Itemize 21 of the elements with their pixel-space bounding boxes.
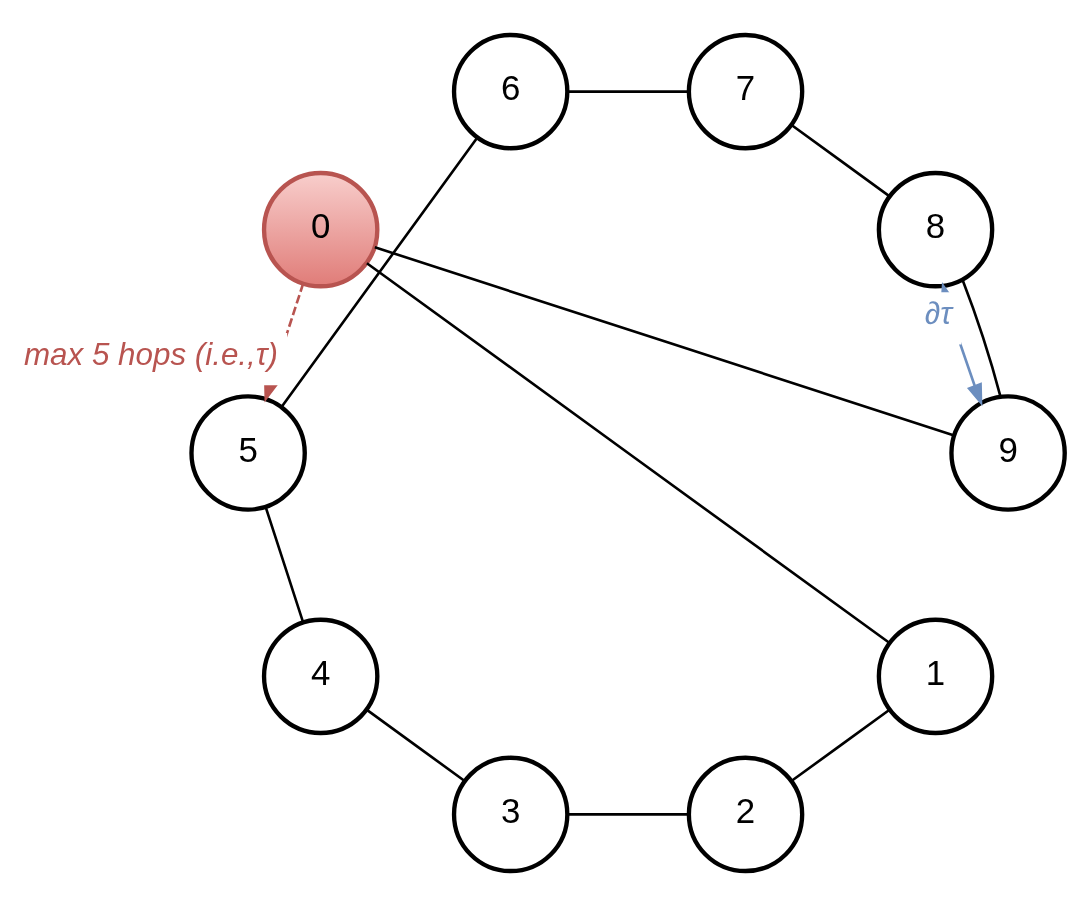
- connector: [366, 261, 891, 644]
- connector: [961, 279, 1002, 397]
- node-circle: 8: [876, 170, 995, 288]
- connector: [791, 708, 891, 782]
- connector: [366, 708, 466, 782]
- connector: [264, 506, 305, 623]
- node-circle: 0: [261, 170, 380, 288]
- node-circle: 1: [876, 617, 995, 735]
- edge-label: max 5 hops (i.e.,τ): [23, 336, 278, 372]
- node-circle: 6: [451, 32, 570, 150]
- node-circle: 2: [686, 755, 805, 873]
- connector: [567, 89, 689, 93]
- node-circle: 9: [949, 393, 1067, 512]
- edge-label: ∂τ: [924, 295, 952, 331]
- connector: [567, 812, 689, 816]
- connector: [790, 123, 891, 197]
- node-circle: 4: [261, 617, 380, 735]
- node-circle: 5: [189, 393, 307, 512]
- connector: [280, 136, 479, 407]
- node-circle: 7: [686, 32, 805, 150]
- node-circle: 3: [451, 755, 570, 873]
